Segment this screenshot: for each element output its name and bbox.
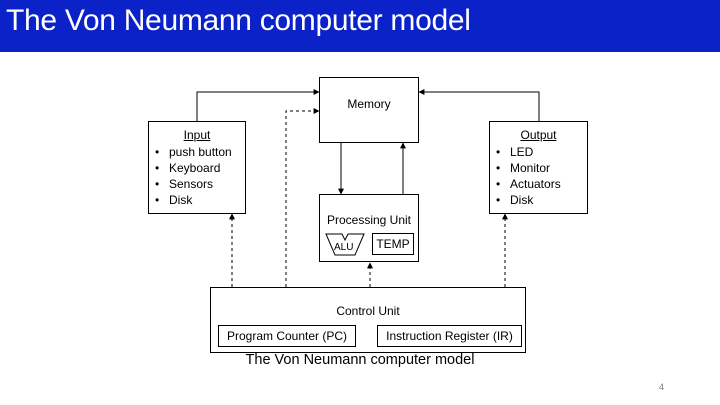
memory-box: Memory <box>319 77 419 143</box>
arrow-input-to-memory <box>196 89 320 121</box>
memory-label: Memory <box>347 97 391 111</box>
title-bar: The Von Neumann computer model <box>0 0 720 52</box>
temp-register-box: TEMP <box>372 233 414 255</box>
temp-label: TEMP <box>376 237 410 251</box>
input-box: Input push button Keyboard Sensors Disk <box>148 121 246 214</box>
alu-label: ALU <box>334 242 354 253</box>
page-number: 4 <box>659 382 665 392</box>
arrow-output-to-memory <box>418 89 540 121</box>
program-counter-box: Program Counter (PC) <box>218 325 356 347</box>
instruction-register-label: Instruction Register (IR) <box>386 329 513 343</box>
processing-unit-label: Processing Unit <box>326 213 412 227</box>
list-item: Monitor <box>494 160 561 176</box>
control-unit-box: Control Unit Program Counter (PC) Instru… <box>210 287 526 353</box>
list-item: Actuators <box>494 176 561 192</box>
dashed-control-to-memory <box>285 108 320 287</box>
list-item: push button <box>153 144 232 160</box>
input-list: push button Keyboard Sensors Disk <box>153 144 232 208</box>
list-item: LED <box>494 144 561 160</box>
slide-title: The Von Neumann computer model <box>6 4 471 37</box>
control-unit-label: Control Unit <box>336 304 400 318</box>
list-item: Keyboard <box>153 160 232 176</box>
program-counter-label: Program Counter (PC) <box>226 329 348 343</box>
output-list: LED Monitor Actuators Disk <box>494 144 561 208</box>
processing-unit-box: Processing Unit ALU TEMP <box>319 194 419 262</box>
instruction-register-box: Instruction Register (IR) <box>377 325 522 347</box>
figure-caption: The Von Neumann computer model <box>245 352 475 368</box>
output-heading: Output <box>520 128 557 142</box>
list-item: Sensors <box>153 176 232 192</box>
list-item: Disk <box>494 192 561 208</box>
input-heading: Input <box>183 128 211 142</box>
alu-symbol <box>325 233 365 256</box>
list-item: Disk <box>153 192 232 208</box>
output-box: Output LED Monitor Actuators Disk <box>489 121 588 214</box>
